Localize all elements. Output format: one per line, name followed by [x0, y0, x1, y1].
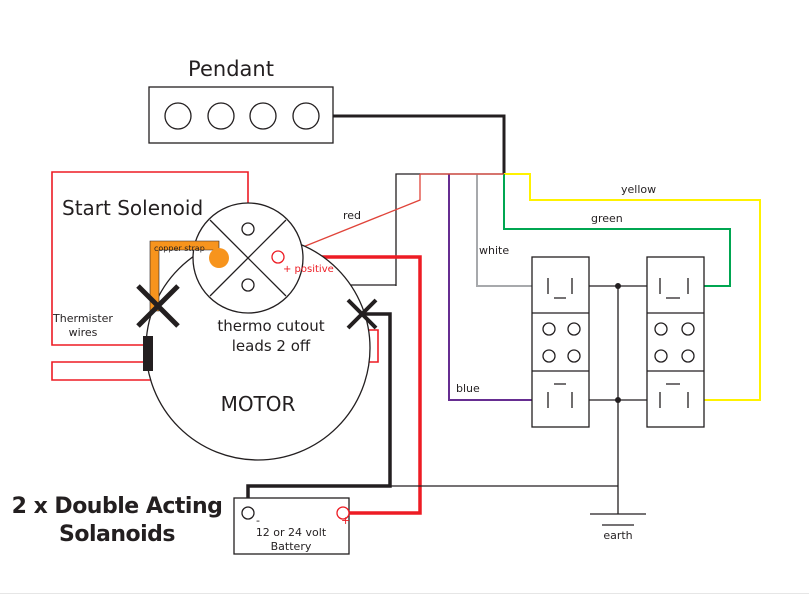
thermo-label-line1: thermo cutout [217, 317, 324, 335]
green-wire-label: green [591, 212, 623, 225]
bottom-rule [0, 593, 809, 594]
title-line1: 2 x Double Acting [12, 494, 223, 519]
solenoid-left-contact-bottom [547, 383, 573, 408]
start-solenoid-label: Start Solenoid [62, 196, 203, 220]
solenoid-right-contact-bottom [659, 383, 689, 408]
motor-label: MOTOR [221, 392, 296, 416]
thermister-label-line1: Thermister [52, 312, 113, 325]
solenoid-right-bolt-2 [681, 322, 695, 336]
pendant-label: Pendant [188, 57, 274, 81]
earth-label: earth [603, 529, 632, 542]
solenoid-right-bolt-4 [681, 349, 695, 363]
thermister [143, 336, 153, 371]
start-solenoid-cross [209, 219, 287, 297]
battery-negative-terminal [241, 506, 255, 520]
solenoid-right [646, 256, 705, 428]
title-line2: Solanoids [59, 522, 175, 547]
pendant-button-2 [207, 102, 235, 130]
solenoid-terminal-bottom [241, 278, 255, 292]
solenoid-left-contact-top [547, 278, 573, 299]
solenoid-right-bolt-3 [654, 349, 668, 363]
blue-wire [448, 174, 548, 401]
pendant-button-1 [164, 102, 192, 130]
solenoid-terminal-right [271, 250, 285, 264]
battery [233, 497, 350, 555]
battery-label-line1: 12 or 24 volt [256, 526, 327, 539]
solenoid-right-bolt-1 [654, 322, 668, 336]
thermo-label-line2: leads 2 off [232, 337, 311, 355]
blue-wire-label: blue [456, 382, 480, 395]
yellow-wire-label: yellow [621, 183, 656, 196]
junction-bottom [615, 397, 621, 403]
solenoid-left-bolt-2 [567, 322, 581, 336]
battery-label-line2: Battery [271, 540, 312, 553]
pendant-button-4 [292, 102, 320, 130]
solenoid-right-contact-top [659, 278, 689, 299]
cross-mark-right [346, 298, 378, 330]
battery-positive-cable [278, 255, 422, 515]
junction-top [615, 283, 621, 289]
solenoid-left-bolt-3 [542, 349, 556, 363]
copper-strap-terminal [209, 248, 229, 268]
thermister-label-line2: wires [69, 326, 98, 339]
start-solenoid-red-loop [51, 171, 249, 346]
green-wire [503, 174, 731, 287]
solenoid-left [531, 256, 590, 428]
copper-strap-label: copper strap [154, 244, 205, 253]
red-wire-label: red [343, 209, 361, 222]
solenoid-left-bolt-1 [542, 322, 556, 336]
pendant-button-3 [249, 102, 277, 130]
battery-minus-sign: - [256, 514, 260, 527]
cross-mark-left [136, 284, 180, 328]
yellow-wire [504, 173, 761, 401]
white-wire-label: white [479, 244, 509, 257]
battery-plus-sign: + [341, 514, 350, 527]
red-feed-wire [277, 174, 421, 258]
white-wire [476, 174, 548, 287]
solenoid-left-bolt-4 [567, 349, 581, 363]
positive-label: + positive [283, 264, 334, 275]
solenoid-terminal-top [241, 222, 255, 236]
battery-positive-terminal [336, 506, 350, 520]
pendant-cable [333, 114, 506, 174]
